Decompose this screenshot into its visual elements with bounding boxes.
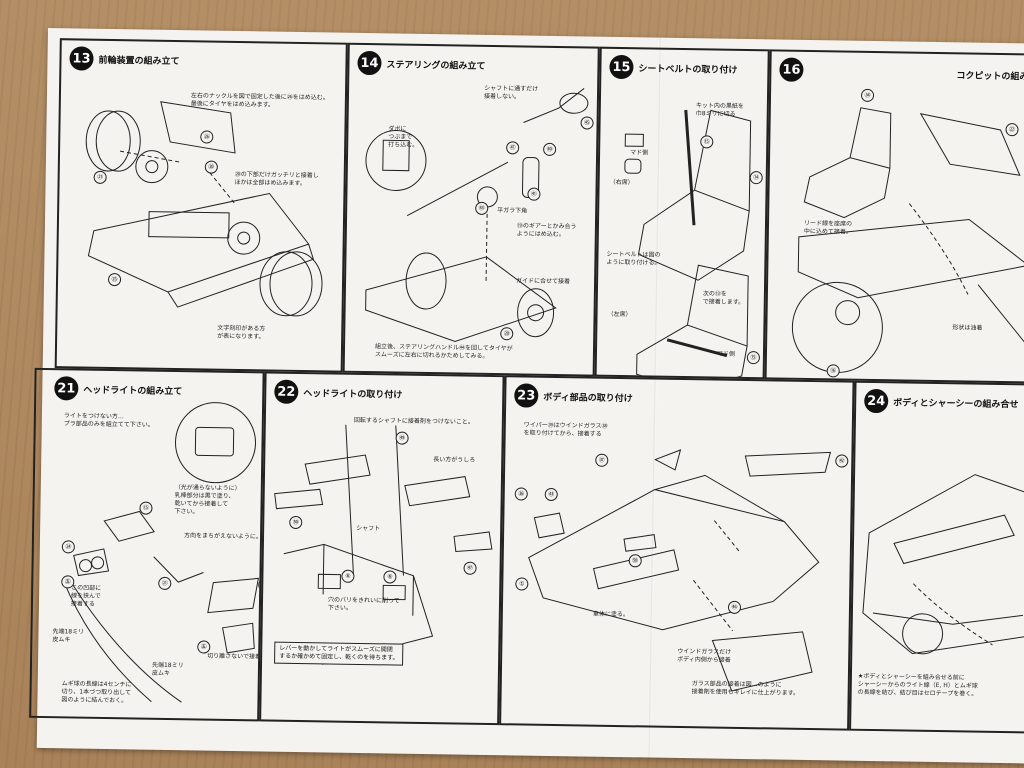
cockpit-illustration <box>791 107 1024 373</box>
step-21-note-7: ムギ球の長線は4センチに 切り、1本づつ取り出して 図のように結んでおく。 <box>61 680 132 705</box>
part-label: ㊿ <box>628 554 642 568</box>
part-label: ㊷ <box>835 454 849 468</box>
step-21-note-4: この凹部に 線を挟んで 接着する <box>70 584 102 608</box>
part-label: ⑥ <box>341 569 355 583</box>
step-14-note-6: 組立後、ステアリングハンドル㊹を回してタイヤが スムーズに左右に切れるかためして… <box>374 343 513 360</box>
step-23-note-4: ガラス部品の接着は図…のように 接着剤を使用もキレイに仕上がります。 <box>691 680 800 697</box>
body-chassis-illustration <box>862 474 1024 655</box>
part-label: ㉞ <box>860 88 875 102</box>
step-22-boxed-note: レバーを動かしてライトがスムーズに開閉 するか確かめて固定し、乾くのを待ちます。 <box>274 641 404 666</box>
step-15-note-3: （右席） <box>609 178 634 187</box>
part-label: ㊸ <box>544 487 558 502</box>
panel-step-22: 22 ヘッドライトの取り付け 回転するシャフトに接着剤をつけないこと。 長い方が… <box>259 371 505 726</box>
part-label: ㉕ <box>107 272 122 287</box>
step-21-note-5: 先端18ミリ 皮ムキ <box>52 628 85 644</box>
step-15-note-7: マド側 <box>716 350 736 358</box>
step-23-note-3: ウインドガラスだけ ボディ内側から接着 <box>677 647 732 664</box>
steering-assembly-illustration <box>365 88 589 342</box>
part-label: ㊲ <box>595 453 609 467</box>
step-14-note-2: ダボに つぶまで 打ち込む。 <box>388 125 419 149</box>
step-13-note-2: ⑳の下部だけガッチリと接着し ほかは全部はめ込みます。 <box>234 170 319 188</box>
step-21-note-2: （光が通らないように） 乳棒部分は黒で塗り、 乾いてから接着して 下さい。 <box>174 484 241 516</box>
part-label: ① <box>515 577 529 591</box>
body-parts-illustration <box>528 449 832 692</box>
part-label: ㉖ <box>200 130 214 144</box>
part-label: ⑥ <box>383 570 397 584</box>
step-15-note-4: シートベルトは図の ように取り付ける。 <box>606 250 661 267</box>
step-15-note-2: マド側 <box>630 149 649 157</box>
panel-step-16: 16 コクピットの組み立て リード線を座席の 中に込めて接着。 形状は油着 ㉞ … <box>764 49 1024 384</box>
step-14-note-3: 平ガラ下角 <box>497 207 528 215</box>
part-label: ⑮ <box>746 351 761 365</box>
step-22-note-3: シャフト <box>356 524 381 533</box>
part-label: ㊄ <box>197 640 211 654</box>
step-16-note-2: 形状は油着 <box>952 324 983 332</box>
part-label: ⑭ <box>749 171 763 185</box>
step-15-note-6: 次の⑬を で接着します。 <box>702 290 745 306</box>
panel-step-21: 21 ヘッドライトの組み立て ライトをつけない方… プラ部品のみを組立てて下さい… <box>29 367 265 722</box>
step-15-note-1: キット内の黒紙を 巾8ミリに切る <box>695 102 744 118</box>
step-21-note-1: ライトをつけない方… プラ部品のみを組立てて下さい。 <box>63 412 154 429</box>
panel-step-15: 15 シートベルトの取り付け キット内の黒紙を 巾8ミリに切る マド側 （右席）… <box>594 46 770 380</box>
step-15-note-5: （左席） <box>607 310 632 319</box>
part-label: ⑮ <box>700 135 714 149</box>
step-22-note-2: 長い方がうしろ <box>433 456 476 464</box>
seatbelt-illustration <box>624 109 752 380</box>
step-13-note-1: 左右のナックルを図で固定した後に㉖をはめ込む。 最後にタイヤをはめ込みます。 <box>190 92 329 109</box>
panel-step-24: 24 ボディとシャーシーの組み合せ ★ボディとシャーシーを組み合せる前に シャー… <box>849 380 1024 734</box>
part-label: ㊸ <box>475 201 489 215</box>
step-24-note-1: ★ボディとシャーシーを組み合せる前に シャーシーからのライト線（E, H）とムギ… <box>857 672 978 698</box>
part-label: ㊵ <box>543 142 557 156</box>
part-label: ㊻ <box>727 600 742 614</box>
step-14-note-1: シャフトに通すだけ 接着しない。 <box>483 84 539 101</box>
step-13-note-3: 文字刻印がある方 が表になります。 <box>217 324 266 341</box>
step-14-note-5: ガイドに合せて接着 <box>516 277 571 286</box>
part-label: ㊶ <box>527 187 541 201</box>
part-label: ㊿ <box>289 515 303 530</box>
step-22-note-4: 穴のバリをきれいに削って 下さい。 <box>327 596 400 612</box>
step-21-note-6: 先端18ミリ 皮ムキ <box>151 661 184 677</box>
panel-step-14: 14 ステアリングの組み立て シャフトに通すだけ 接着しない。 ダボに つぶまで… <box>342 42 600 377</box>
panel-step-13: 13 前輪装置の組み立て 左右のナックルを図で固定した後に㉖をはめ込む。 最後に… <box>54 38 348 373</box>
step-21-note-3: 方向をまちがえないように。 <box>183 532 262 541</box>
headlight-assembly-illustration <box>62 402 259 703</box>
part-label: ㊼ <box>506 141 520 155</box>
step-21-note-8: 切り離さないで接着 <box>207 652 262 661</box>
instruction-sheet: 13 前輪装置の組み立て 左右のナックルを図で固定した後に㉖をはめ込む。 最後に… <box>29 28 1024 764</box>
part-label: ㊺ <box>580 116 594 130</box>
front-suspension-illustration <box>85 101 323 317</box>
panel-step-23: 23 ボディ部品の取り付け ワイパー㊴はウインドガラス㊳ を取り付けてから、接着… <box>499 375 855 731</box>
step-23-note-2: 車体に塗る。 <box>592 610 629 619</box>
step-23-note-1: ワイパー㊴はウインドガラス㊳ を取り付けてから、接着する <box>523 421 608 438</box>
step-16-note-1: リード線を座席の 中に込めて接着。 <box>803 219 853 236</box>
step-14-note-4: ⑲のギアーとかみ合う ようにはめ込む。 <box>516 222 577 239</box>
